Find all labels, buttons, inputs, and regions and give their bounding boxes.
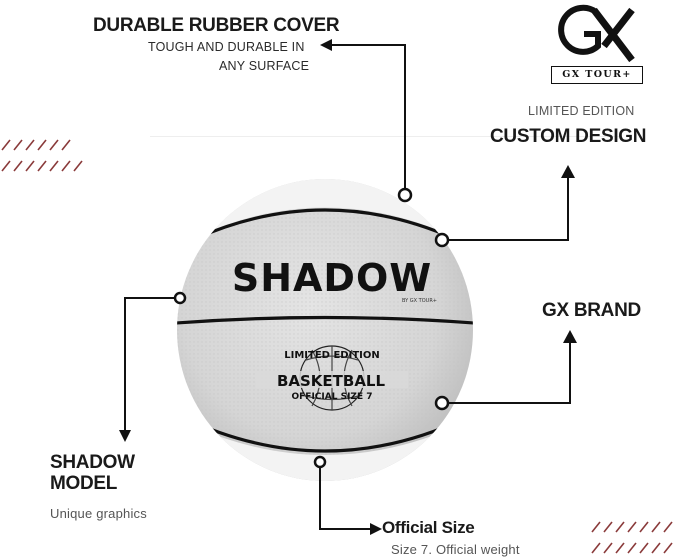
arrow-shadow-model-icon <box>119 430 131 442</box>
dot-official-size-icon <box>313 455 327 469</box>
arrow-durable-icon <box>320 39 332 51</box>
arrow-gx-brand-icon <box>563 330 577 343</box>
shadow-model-title-line2: MODEL <box>50 473 118 494</box>
durable-line2: ANY SURFACE <box>219 59 310 73</box>
right-hatch-decoration <box>591 521 673 554</box>
ball-model-name: SHADOW <box>232 256 432 300</box>
durable-line1: TOUGH AND DURABLE IN <box>148 40 305 54</box>
gx-brand-title: GX BRAND <box>542 300 641 321</box>
dot-shadow-model-icon <box>173 291 187 305</box>
badge-top-text: LIMITED EDITION <box>284 350 379 361</box>
connector-lines <box>124 44 571 530</box>
gx-logo <box>548 2 640 82</box>
arrowheads <box>119 39 577 535</box>
shadow-model-title-line1: SHADOW <box>50 452 135 473</box>
gx-tour-tag: GX TOUR+ <box>551 66 643 84</box>
official-size-desc: Size 7. Official weight <box>391 542 520 557</box>
gx-logo-mark <box>558 4 635 63</box>
durable-title: DURABLE RUBBER COVER <box>93 15 340 36</box>
ball-badge: LIMITED EDITION BASKETBALL OFFICIAL SIZE… <box>256 345 408 411</box>
badge-bottom-text: OFFICIAL SIZE 7 <box>292 392 373 402</box>
official-size-title: Official Size <box>382 518 475 537</box>
shadow-model-desc: Unique graphics <box>50 506 147 521</box>
connector-dots <box>173 187 450 469</box>
badge-main-text: BASKETBALL <box>277 372 386 390</box>
custom-title: CUSTOM DESIGN <box>490 126 647 147</box>
arrow-custom-icon <box>561 165 575 178</box>
dot-gx-brand-icon <box>434 395 450 411</box>
dot-custom-icon <box>434 232 450 248</box>
left-hatch-decoration <box>1 139 83 172</box>
divider-line <box>150 136 620 137</box>
custom-eyebrow: LIMITED EDITION <box>528 104 635 118</box>
basketball <box>177 179 473 481</box>
ball-by-line: BY GX TOUR+ <box>402 298 437 304</box>
arrow-official-size-icon <box>370 523 382 535</box>
dot-durable-icon <box>397 187 413 203</box>
